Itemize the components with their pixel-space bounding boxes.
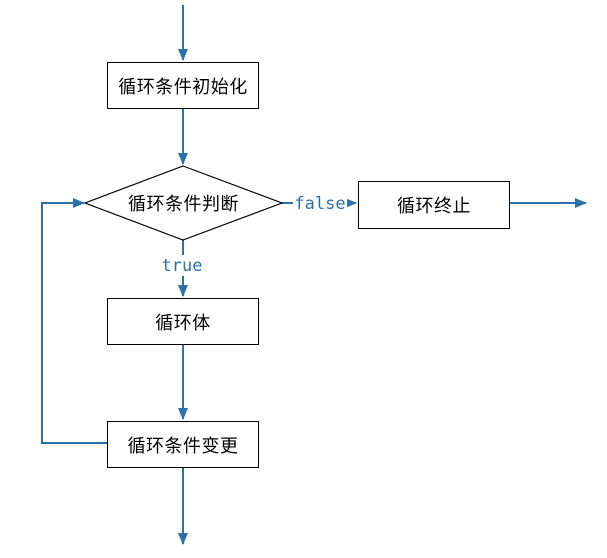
node-update: 循环条件变更 — [107, 421, 259, 468]
node-terminate: 循环终止 — [358, 181, 510, 229]
node-condition: 循环条件判断 — [95, 190, 272, 216]
node-body: 循环体 — [107, 298, 259, 345]
condition-diamond-shape — [83, 165, 284, 241]
node-init: 循环条件初始化 — [107, 62, 259, 109]
node-init-label: 循环条件初始化 — [118, 76, 248, 98]
node-condition-label: 循环条件判断 — [128, 194, 239, 215]
false-branch-label: false — [293, 193, 347, 214]
node-update-label: 循环条件变更 — [127, 435, 239, 457]
node-terminate-label: 循环终止 — [397, 196, 471, 217]
edge-feedback-loop — [41, 198, 107, 444]
node-body-label: 循环体 — [155, 312, 211, 334]
true-branch-label: true — [159, 255, 205, 276]
